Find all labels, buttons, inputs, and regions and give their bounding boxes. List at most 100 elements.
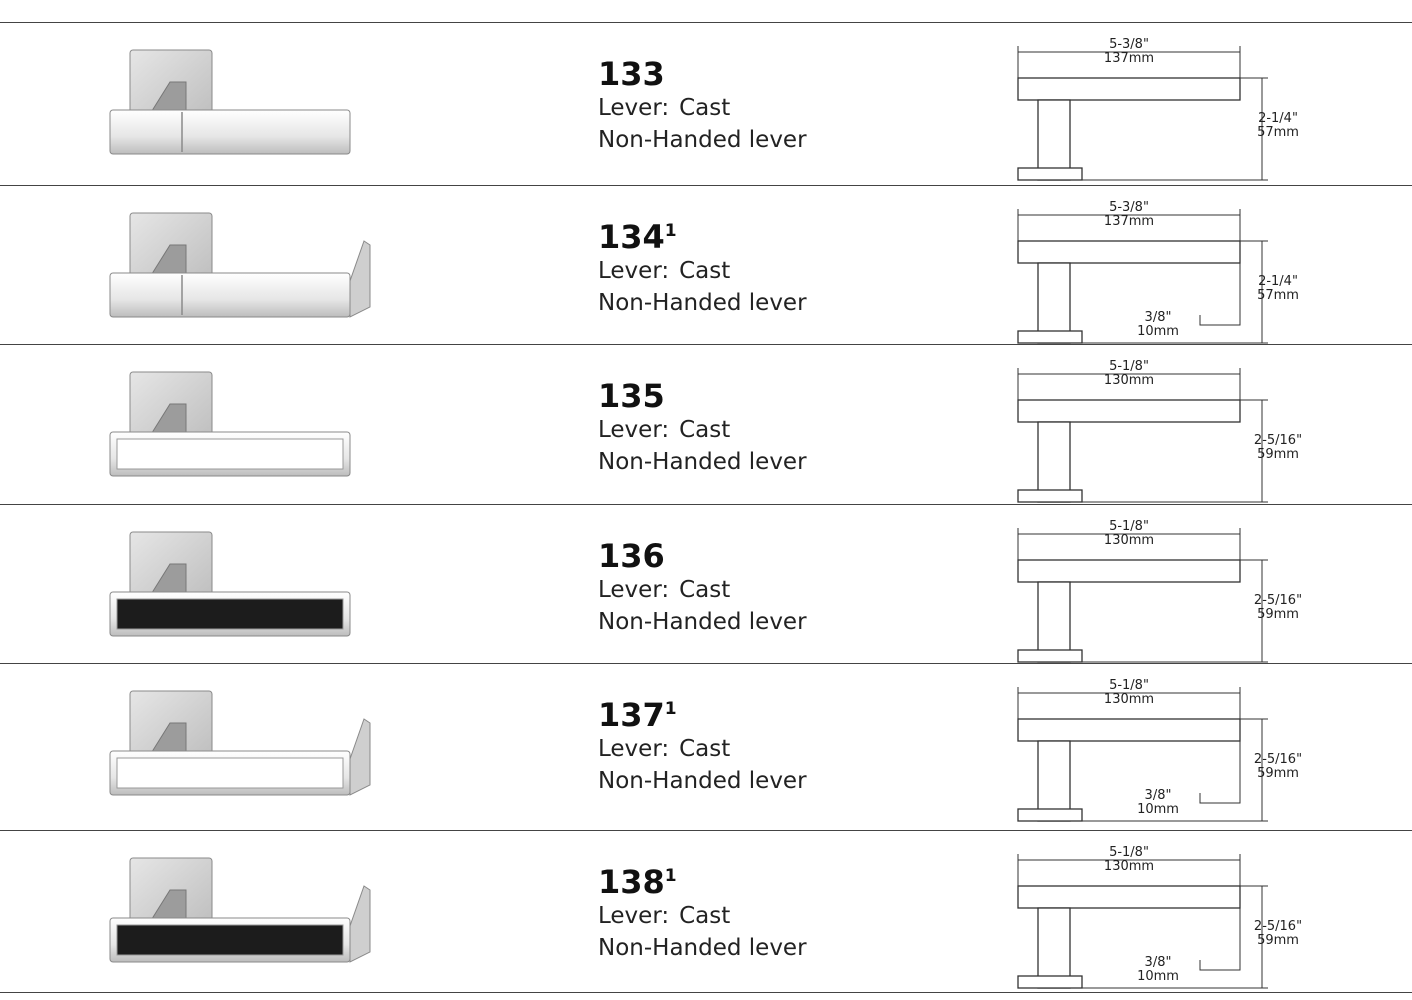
lever-photo xyxy=(109,857,371,963)
lever-profile xyxy=(1017,718,1241,742)
lever-handing: Non-Handed lever xyxy=(598,127,807,153)
height-mm: 59mm xyxy=(1257,447,1299,462)
row-divider xyxy=(0,344,1412,345)
gap-mm: 10mm xyxy=(1137,324,1179,339)
gap-mm: 10mm xyxy=(1137,802,1179,817)
lever-handing: Non-Handed lever xyxy=(598,768,807,794)
column-profile xyxy=(1037,907,1071,989)
width-mm: 137mm xyxy=(1104,51,1154,66)
gap-mm: 10mm xyxy=(1137,969,1179,984)
gap-inches: 3/8" xyxy=(1145,788,1172,803)
lever-value: Cast xyxy=(679,736,731,762)
gap-inches: 3/8" xyxy=(1145,955,1172,970)
width-inches: 5-1/8" xyxy=(1109,845,1149,860)
lever-label: Lever: xyxy=(598,95,670,121)
lever-insert xyxy=(116,438,344,470)
lever-photo xyxy=(109,531,351,637)
lever-label: Lever: xyxy=(598,903,670,929)
lever-profile xyxy=(1017,885,1241,909)
width-inches: 5-1/8" xyxy=(1109,678,1149,693)
width-mm: 130mm xyxy=(1104,859,1154,874)
model-number: 135 xyxy=(598,378,807,414)
return-leg-profile xyxy=(1199,741,1241,804)
return-leg-profile xyxy=(1199,908,1241,971)
lever-material: Lever:Cast xyxy=(598,574,807,606)
width-mm: 137mm xyxy=(1104,214,1154,229)
row-divider xyxy=(0,663,1412,664)
base-profile xyxy=(1017,167,1083,181)
lever-value: Cast xyxy=(679,95,731,121)
lever-label: Lever: xyxy=(598,736,670,762)
height-mm: 57mm xyxy=(1257,125,1299,140)
column-profile xyxy=(1037,581,1071,663)
lever-return xyxy=(349,885,371,963)
lever-return xyxy=(349,240,371,318)
lever-label: Lever: xyxy=(598,258,670,284)
height-mm: 57mm xyxy=(1257,288,1299,303)
lever-profile xyxy=(1017,77,1241,101)
lever-handing: Non-Handed lever xyxy=(598,609,807,635)
footnote-marker: 1 xyxy=(664,866,677,886)
width-inches: 5-1/8" xyxy=(1109,359,1149,374)
footnote-marker: 1 xyxy=(664,699,677,719)
base-profile xyxy=(1017,649,1083,663)
column-profile xyxy=(1037,740,1071,822)
width-mm: 130mm xyxy=(1104,692,1154,707)
height-mm: 59mm xyxy=(1257,933,1299,948)
model-number: 133 xyxy=(598,56,807,92)
column-profile xyxy=(1037,262,1071,344)
lever-body xyxy=(109,109,351,155)
lever-insert xyxy=(116,598,344,630)
height-inches: 2-5/16" xyxy=(1254,433,1302,448)
lever-value: Cast xyxy=(679,258,731,284)
lever-handing: Non-Handed lever xyxy=(598,935,807,961)
column-profile xyxy=(1037,99,1071,181)
model-number-text: 138 xyxy=(598,863,665,901)
lever-photo xyxy=(109,49,351,155)
lever-return xyxy=(349,718,371,796)
base-profile xyxy=(1017,330,1083,344)
lever-material: Lever:Cast xyxy=(598,414,807,446)
row-divider xyxy=(0,830,1412,831)
width-inches: 5-1/8" xyxy=(1109,519,1149,534)
row-divider xyxy=(0,504,1412,505)
divider-top xyxy=(0,22,1412,23)
model-number-text: 136 xyxy=(598,537,665,575)
width-inches: 5-3/8" xyxy=(1109,200,1149,215)
lever-photo xyxy=(109,690,371,796)
lever-profile xyxy=(1017,399,1241,423)
lever-material: Lever: Cast xyxy=(598,900,807,932)
lever-label: Lever: xyxy=(598,577,670,603)
height-inches: 2-1/4" xyxy=(1258,274,1298,289)
lever-value: Cast xyxy=(679,903,731,929)
lever-value: Cast xyxy=(679,417,731,443)
lever-profile xyxy=(1017,240,1241,264)
base-profile xyxy=(1017,489,1083,503)
model-number-text: 133 xyxy=(598,55,665,93)
lever-material: Lever: Cast xyxy=(598,733,807,765)
lever-insert xyxy=(116,757,344,789)
model-number: 1341 xyxy=(598,219,807,255)
model-number-text: 135 xyxy=(598,377,665,415)
model-number-text: 134 xyxy=(598,218,665,256)
lever-profile xyxy=(1017,559,1241,583)
lever-handing: Non-Handed lever xyxy=(598,290,807,316)
model-number-text: 137 xyxy=(598,696,665,734)
width-mm: 130mm xyxy=(1104,533,1154,548)
row-divider xyxy=(0,185,1412,186)
lever-photo xyxy=(109,371,351,477)
lever-body xyxy=(109,272,351,318)
